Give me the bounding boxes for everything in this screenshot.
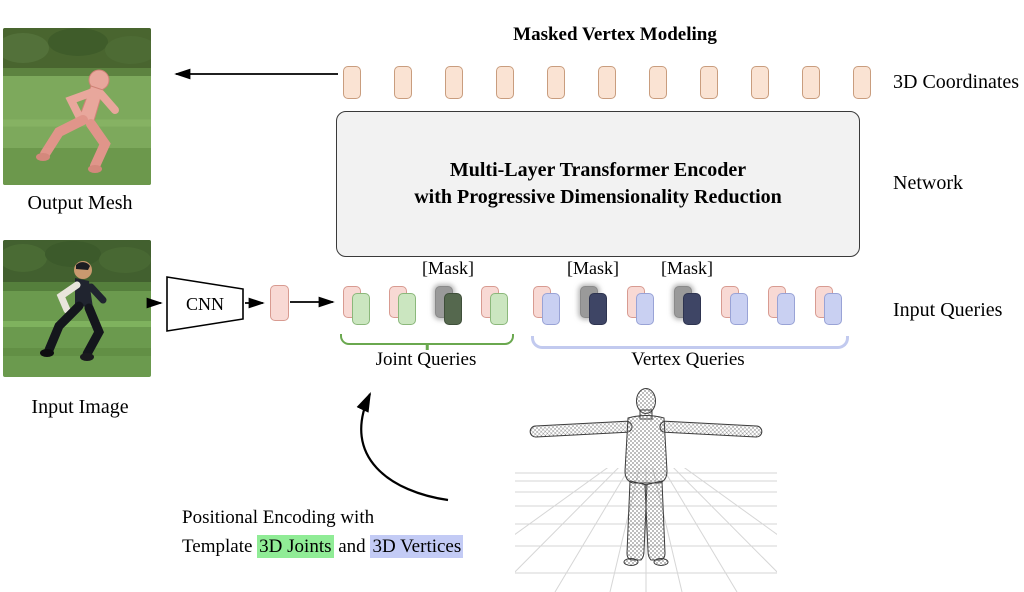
token-front — [352, 293, 370, 325]
coordinate-token — [445, 66, 463, 99]
token-front — [730, 293, 748, 325]
token-front — [824, 293, 842, 325]
positional-encoding-to-joint-queries-arrow — [356, 392, 449, 502]
query-token-pair — [533, 286, 560, 325]
mesh-person — [36, 69, 119, 173]
input-image-illustration — [3, 240, 151, 377]
query-token-pair — [768, 286, 795, 325]
cnn-trapezoid — [166, 276, 244, 332]
token-front — [636, 293, 654, 325]
coordinate-token — [343, 66, 361, 99]
query-token-pair — [721, 286, 748, 325]
masked-query-token-pair — [674, 286, 701, 325]
tpose-body — [529, 388, 763, 566]
coordinate-token — [853, 66, 871, 99]
coordinate-token — [394, 66, 412, 99]
cnn-feature-token — [270, 285, 289, 321]
runner-person — [40, 261, 107, 361]
coordinate-token — [496, 66, 514, 99]
token-front — [683, 293, 701, 325]
token-front — [444, 293, 462, 325]
vertex-query-row — [533, 286, 842, 325]
token-front — [542, 293, 560, 325]
query-token-pair — [481, 286, 508, 325]
coordinate-token — [649, 66, 667, 99]
vertex-queries-bracket — [531, 336, 849, 349]
query-token-pair — [627, 286, 654, 325]
coordinates-label: 3D Coordinates — [893, 71, 1020, 93]
template-prefix-text: Template — [182, 536, 258, 557]
joint-query-row — [343, 286, 508, 325]
transformer-line2: with Progressive Dimensionality Reductio… — [414, 186, 782, 208]
token-front — [398, 293, 416, 325]
masked-query-token-pair — [435, 286, 462, 325]
joints-highlight: 3D Joints — [257, 535, 334, 558]
cnn-label: CNN — [185, 293, 224, 314]
figure-title: Masked Vertex Modeling — [513, 24, 717, 45]
mask-label-vertex-2: [Mask] — [661, 258, 713, 278]
input-queries-label: Input Queries — [893, 299, 1003, 321]
input-image — [3, 240, 151, 377]
mask-label-vertex-1: [Mask] — [567, 258, 619, 278]
input-image-caption: Input Image — [31, 396, 129, 418]
cnn-block: CNN — [166, 276, 244, 332]
masked-query-token-pair — [580, 286, 607, 325]
positional-encoding-text: Positional Encoding with Template 3D Joi… — [182, 503, 464, 561]
joint-queries-bracket — [340, 334, 514, 345]
output-mesh-caption: Output Mesh — [27, 192, 133, 214]
query-token-pair — [343, 286, 370, 325]
vertex-queries-label: Vertex Queries — [631, 349, 745, 370]
positional-encoding-line1: Positional Encoding with — [182, 507, 375, 528]
coordinate-token — [598, 66, 616, 99]
coordinate-token — [802, 66, 820, 99]
output-mesh-illustration — [3, 28, 151, 185]
tpose-mesh-illustration — [515, 388, 777, 592]
token-front — [490, 293, 508, 325]
coordinate-token — [547, 66, 565, 99]
transformer-encoder-box: Multi-Layer Transformer Encoder with Pro… — [336, 111, 860, 257]
mask-label-joint: [Mask] — [422, 258, 474, 278]
network-label: Network — [893, 172, 963, 194]
joint-queries-label: Joint Queries — [375, 349, 477, 370]
coordinate-token — [751, 66, 769, 99]
positional-encoding-line2: Template 3D Joints and 3D Vertices — [182, 532, 464, 561]
coordinate-token-row — [343, 66, 871, 99]
and-text: and — [333, 536, 371, 557]
template-mesh-figure — [515, 385, 777, 592]
query-token-pair — [815, 286, 842, 325]
token-front — [777, 293, 795, 325]
coordinate-token — [700, 66, 718, 99]
transformer-line1: Multi-Layer Transformer Encoder — [449, 159, 747, 181]
output-mesh-image — [3, 28, 151, 185]
query-token-pair — [389, 286, 416, 325]
token-front — [589, 293, 607, 325]
vertices-highlight: 3D Vertices — [370, 535, 464, 558]
